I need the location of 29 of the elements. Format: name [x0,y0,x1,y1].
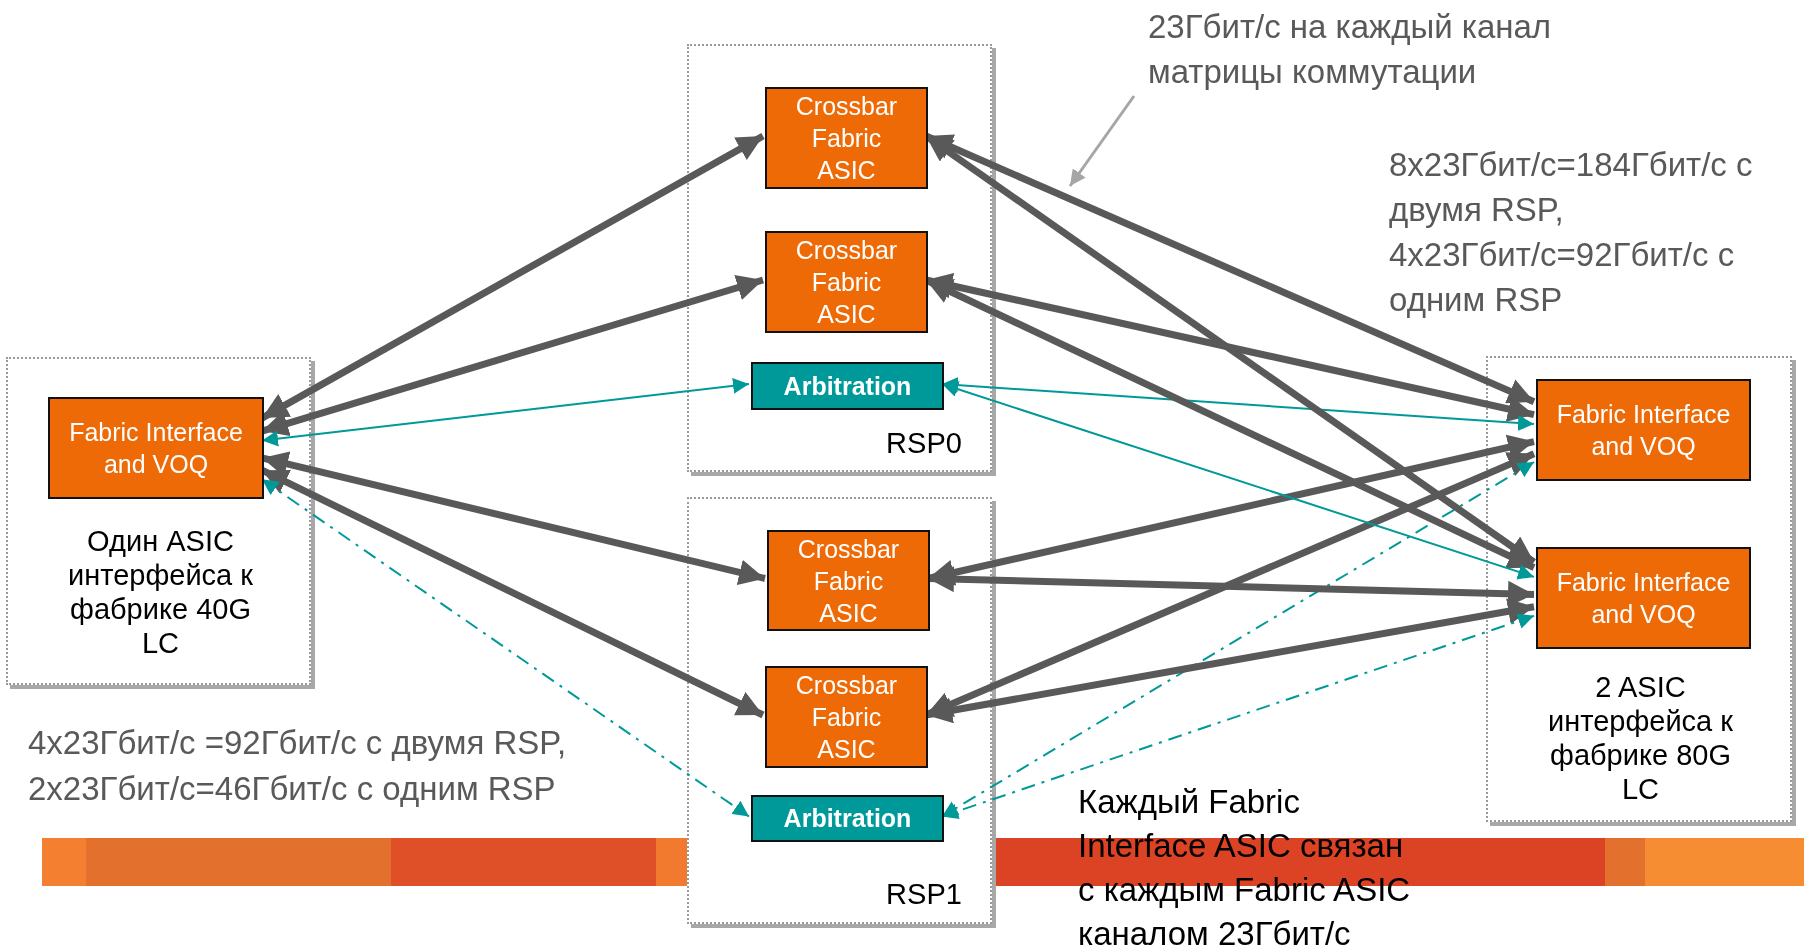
panel-label: RSP1 [885,877,963,911]
arrow [261,275,764,436]
panel-label: RSP0 [885,426,963,460]
arrow [941,613,1535,819]
arrow [261,478,750,818]
arbitration-box: Arbitration [751,795,944,842]
arrow [941,461,1535,818]
asic-box: Crossbar Fabric ASIC [765,666,928,768]
arrow [941,377,1535,431]
note-text: 2x23Гбит/с=46Гбит/с с одним RSP [28,769,556,809]
pointer-arrow [1068,95,1136,187]
arrow [925,598,1535,724]
note-text: 4x23Гбит/с=92Гбит/с с одним RSP [1389,235,1736,320]
arrow [927,434,1535,586]
note-text: 4x23Гбит/с =92Гбит/с с двумя RSP, [28,723,567,763]
asic-box: Crossbar Fabric ASIC [765,231,928,333]
panel-label: 2 ASIC интерфейса к фабрике 80G LC [1547,670,1734,806]
asic-box: Crossbar Fabric ASIC [765,87,928,189]
arrow [261,451,766,586]
asic-box: Fabric Interface and VOQ [1536,547,1751,649]
note-text: 8x23Гбит/с=184Гбит/с с двумя RSP, [1389,145,1754,230]
panel-label: Один ASIC интерфейса к фабрике 40G LC [67,524,254,660]
asic-box: Crossbar Fabric ASIC [767,530,930,631]
arbitration-box: Arbitration [751,362,944,410]
asic-box: Fabric Interface and VOQ [1536,379,1751,481]
asic-box: Fabric Interface and VOQ [48,397,264,499]
arrow [941,381,1535,580]
annotation-text: 23Гбит/с на каждый канал матрицы коммутации [1148,4,1628,96]
arrow [261,377,750,447]
